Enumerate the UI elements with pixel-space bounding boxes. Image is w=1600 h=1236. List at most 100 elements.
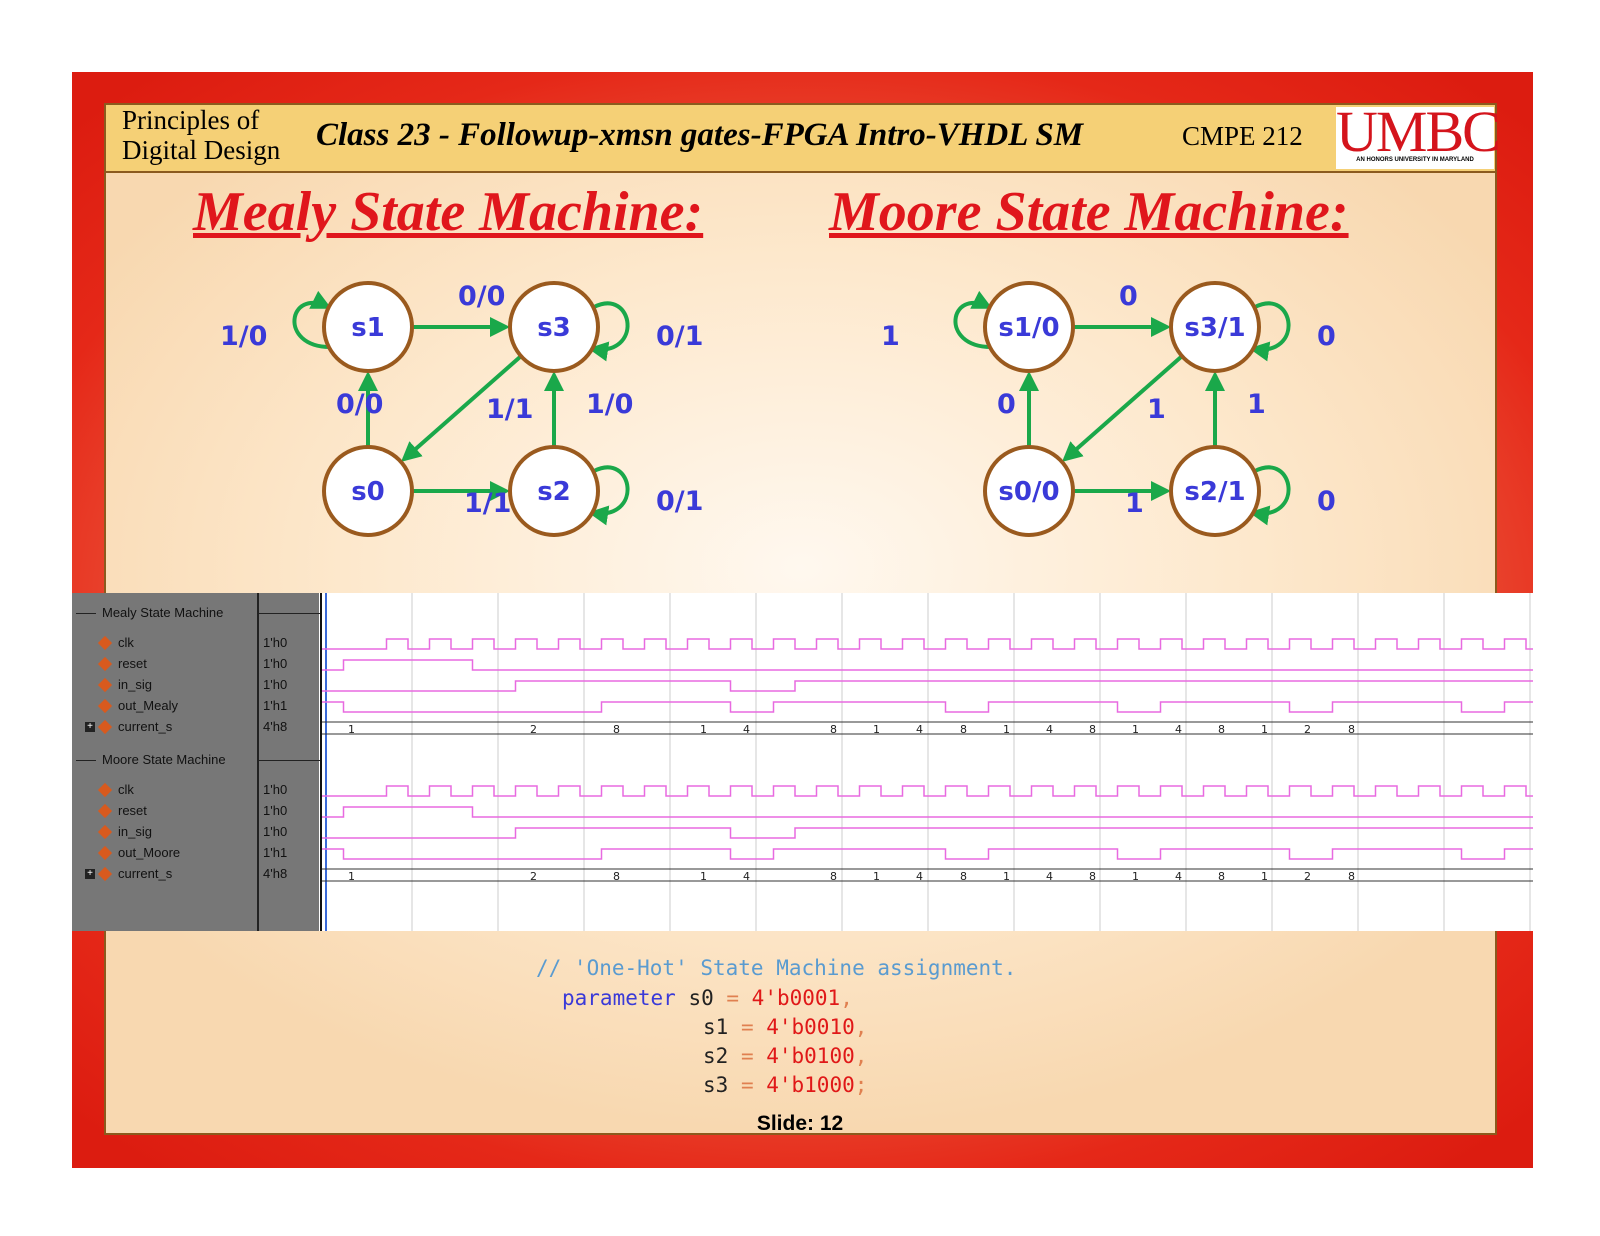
code-literal: 4'b0001 bbox=[751, 986, 841, 1010]
bus-value: 4 bbox=[1175, 870, 1182, 883]
bus-value: 4 bbox=[1046, 723, 1053, 736]
bus-value: 8 bbox=[1089, 723, 1096, 736]
signal-waveform bbox=[322, 638, 1569, 650]
bus-value: 1 bbox=[873, 723, 880, 736]
code-operator: = bbox=[728, 1044, 767, 1068]
bus-value: 4 bbox=[1046, 870, 1053, 883]
moore-transition-label: 0 bbox=[1317, 486, 1336, 517]
signal-row[interactable]: in_sig bbox=[97, 824, 152, 840]
mealy-transition-label: 0/1 bbox=[656, 321, 703, 352]
code-assignment-line: s1 = 4'b0010, bbox=[703, 1015, 867, 1039]
bus-value: 8 bbox=[1348, 723, 1355, 736]
bus-value: 8 bbox=[1218, 723, 1225, 736]
waveform-viewer: Mealy State Machine clk reset in_sig out_Mea… bbox=[72, 593, 1569, 931]
moore-state-1 bbox=[1169, 281, 1261, 373]
signal-diamond-icon bbox=[97, 866, 113, 882]
code-identifier: s1 bbox=[703, 1015, 729, 1039]
signal-diamond-icon bbox=[97, 845, 113, 861]
moore-transition-7 bbox=[1249, 465, 1291, 526]
bus-value: 1 bbox=[1261, 870, 1268, 883]
value-group-divider bbox=[259, 760, 321, 761]
mealy-title: Mealy State Machine: bbox=[193, 181, 704, 243]
bus-value: 1 bbox=[873, 870, 880, 883]
bus-value: 8 bbox=[960, 723, 967, 736]
slide-header: Principles of Digital Design Class 23 - … bbox=[104, 103, 1497, 173]
code-identifier: s3 bbox=[703, 1073, 729, 1097]
signal-group-header[interactable]: Moore State Machine bbox=[76, 752, 226, 767]
code-punctuation: , bbox=[854, 1044, 868, 1068]
bus-value: 8 bbox=[830, 723, 837, 736]
mealy-transition-label: 0/0 bbox=[458, 281, 505, 312]
signal-value: 1'h0 bbox=[263, 635, 288, 650]
course-subject: Principles of Digital Design bbox=[122, 105, 280, 165]
signal-value: 4'h8 bbox=[263, 866, 288, 881]
mealy-transition-label: 0/0 bbox=[336, 389, 383, 420]
signal-waveform bbox=[322, 785, 1569, 797]
bus-value: 1 bbox=[700, 723, 707, 736]
moore-transition-label: 1 bbox=[1125, 488, 1144, 519]
signal-row[interactable]: current_s bbox=[97, 719, 172, 735]
code-literal: 4'b0010 bbox=[766, 1015, 855, 1039]
signal-name: clk bbox=[118, 635, 134, 650]
logo-subtext: AN HONORS UNIVERSITY IN MARYLAND bbox=[1336, 157, 1494, 163]
moore-state-label: s3/1 bbox=[1184, 313, 1245, 343]
logo-text: UMBC bbox=[1336, 99, 1501, 164]
signal-name: reset bbox=[118, 803, 147, 818]
signal-row[interactable]: clk bbox=[97, 635, 134, 651]
signal-name: reset bbox=[118, 656, 147, 671]
bus-value: 8 bbox=[613, 870, 620, 883]
mealy-state-3 bbox=[508, 445, 600, 537]
mealy-transition-label: 1/0 bbox=[220, 321, 267, 352]
bus-value: 8 bbox=[1218, 870, 1225, 883]
moore-transition-4 bbox=[1061, 354, 1184, 462]
code-identifier: s0 bbox=[688, 986, 714, 1010]
signal-value: 1'h0 bbox=[263, 803, 288, 818]
signal-row[interactable]: current_s bbox=[97, 866, 172, 882]
signal-row[interactable]: out_Mealy bbox=[97, 698, 178, 714]
moore-transition-2 bbox=[1249, 301, 1291, 362]
moore-state-label: s0/0 bbox=[998, 477, 1059, 507]
signal-value: 4'h8 bbox=[263, 719, 288, 734]
code-operator: = bbox=[713, 986, 752, 1010]
code-comment: // 'One-Hot' State Machine assignment. bbox=[536, 956, 1017, 980]
expand-plus-icon[interactable]: + bbox=[85, 869, 95, 879]
mealy-transition-label: 1/0 bbox=[586, 389, 633, 420]
slide-number: Slide: 12 bbox=[756, 1112, 844, 1135]
mealy-transition-7 bbox=[588, 465, 630, 526]
signal-diamond-icon bbox=[97, 635, 113, 651]
subject-line-1: Principles of bbox=[122, 105, 260, 135]
moore-transition-0 bbox=[953, 290, 993, 349]
expand-plus-icon[interactable]: + bbox=[85, 722, 95, 732]
signal-name: in_sig bbox=[118, 677, 152, 692]
signal-row[interactable]: reset bbox=[97, 656, 147, 672]
signal-group-header[interactable]: Mealy State Machine bbox=[76, 605, 223, 620]
code-literal: 4'b0100 bbox=[766, 1044, 855, 1068]
bus-value: 8 bbox=[1089, 870, 1096, 883]
signal-name: in_sig bbox=[118, 824, 152, 839]
mealy-transition-0 bbox=[292, 290, 332, 349]
mealy-state-label: s1 bbox=[351, 313, 385, 343]
bus-value: 2 bbox=[1304, 870, 1311, 883]
signal-waveform bbox=[322, 701, 1569, 713]
bus-value: 2 bbox=[1304, 723, 1311, 736]
signal-value: 1'h0 bbox=[263, 656, 288, 671]
moore-transition-label: 0 bbox=[1119, 281, 1138, 312]
bus-value: 1 bbox=[700, 870, 707, 883]
code-operator: = bbox=[728, 1015, 767, 1039]
signal-row[interactable]: out_Moore bbox=[97, 845, 180, 861]
bus-value: 1 bbox=[1132, 723, 1139, 736]
moore-state-2 bbox=[983, 445, 1075, 537]
signal-row[interactable]: clk bbox=[97, 782, 134, 798]
signal-row[interactable]: reset bbox=[97, 803, 147, 819]
code-comment-line: // 'One-Hot' State Machine assignment. bbox=[536, 956, 1016, 980]
signal-diamond-icon bbox=[97, 677, 113, 693]
bus-value: 1 bbox=[348, 723, 355, 736]
bus-value: 1 bbox=[348, 870, 355, 883]
bus-value: 1 bbox=[1132, 870, 1139, 883]
code-identifier: s2 bbox=[703, 1044, 729, 1068]
signal-row[interactable]: in_sig bbox=[97, 677, 152, 693]
mealy-transition-label: 0/1 bbox=[656, 486, 703, 517]
signal-name: out_Mealy bbox=[118, 698, 178, 713]
bus-value: 8 bbox=[830, 870, 837, 883]
